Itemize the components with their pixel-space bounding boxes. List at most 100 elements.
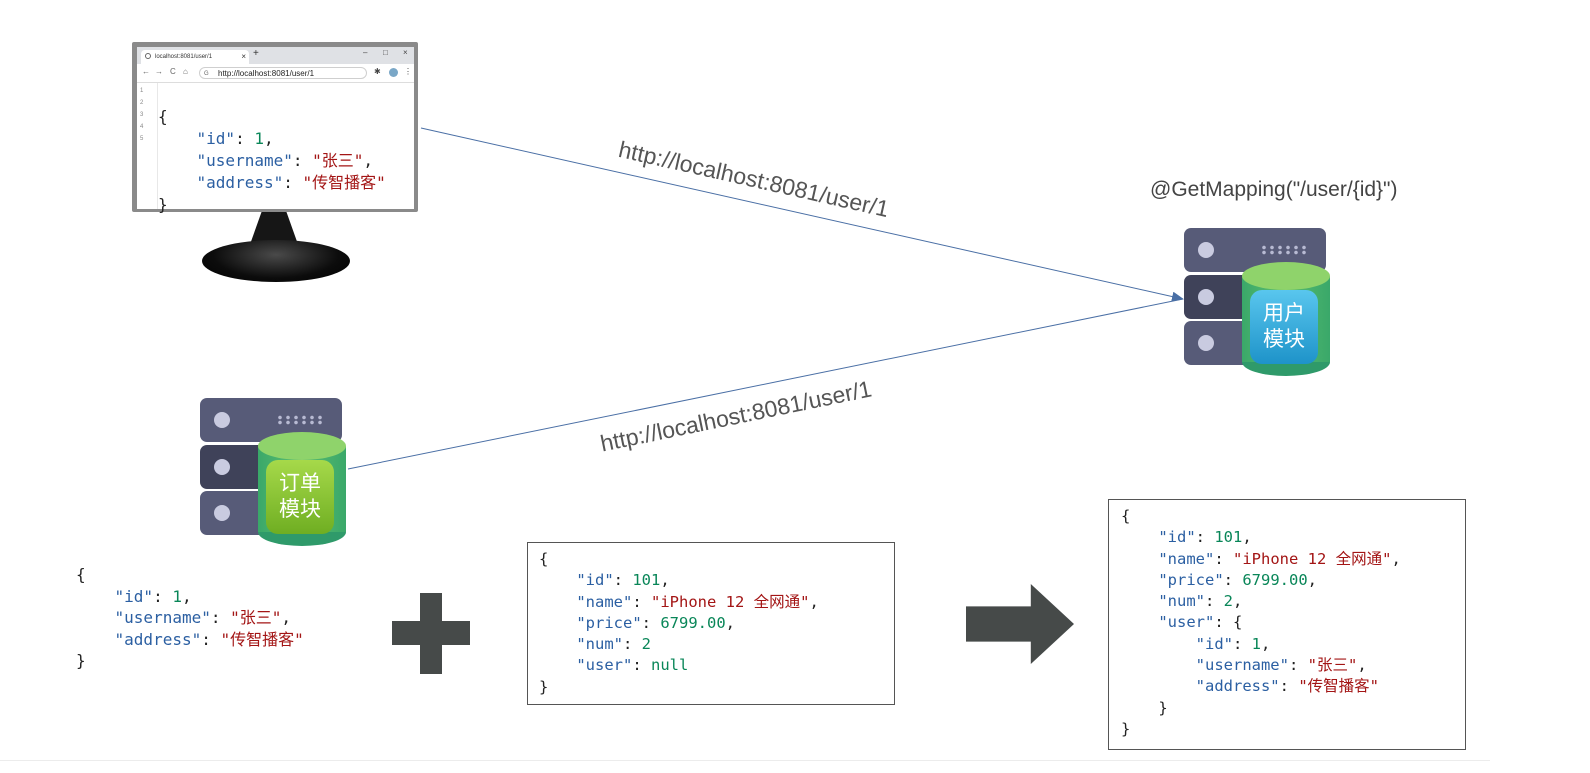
json-value: 1	[254, 129, 264, 148]
json-key: "username"	[1195, 656, 1289, 675]
get-mapping-annotation: @GetMapping("/user/{id}")	[1150, 178, 1398, 201]
order-json-box	[527, 542, 895, 705]
browser-to-user-service-line	[420, 127, 1184, 302]
database-cylinder-icon: 用户 模块	[1242, 262, 1330, 376]
line-number: 2	[140, 100, 144, 106]
json-key: "username"	[114, 608, 211, 627]
footer-divider	[0, 760, 1490, 761]
line-number-gutter: 1 2 3 4 5	[137, 83, 158, 209]
extension-icon[interactable]: ✱	[374, 67, 381, 76]
json-brace: }	[1158, 698, 1168, 717]
json-value: 2	[641, 635, 652, 654]
json-value: "传智播客"	[220, 629, 304, 649]
order-module-label: 订单	[279, 472, 321, 495]
server-vent-icon	[1260, 245, 1310, 255]
window-close-icon[interactable]: ×	[403, 48, 408, 57]
json-brace: }	[1121, 719, 1131, 738]
search-engine-icon: G	[204, 71, 209, 77]
user-json-block: { "id": 1, "username": "张三", "address": …	[76, 565, 304, 670]
forward-icon[interactable]: →	[155, 67, 163, 76]
json-key: "price"	[1158, 570, 1224, 589]
browser-toolbar: ← → C ⌂ G http://localhost:8081/user/1 ✱…	[137, 64, 414, 83]
json-brace: {	[1121, 507, 1131, 525]
address-bar-url: http://localhost:8081/user/1	[218, 69, 315, 78]
json-brace: {	[76, 565, 86, 584]
json-key: "user"	[576, 656, 633, 675]
line-number: 1	[140, 88, 144, 94]
server-vent-icon	[276, 415, 326, 425]
json-key: "address"	[114, 629, 202, 649]
json-value: "张三"	[1307, 656, 1358, 675]
minimize-icon[interactable]: –	[363, 48, 368, 57]
json-value: 101	[1214, 528, 1243, 547]
server-led-icon	[214, 412, 230, 428]
user-module-badge: 用户 模块	[1250, 290, 1318, 364]
json-value: 2	[1223, 592, 1234, 611]
order-module-label: 模块	[279, 498, 321, 521]
json-value: "传智播客"	[1298, 677, 1379, 696]
user-service-server: 用户 模块	[1184, 228, 1330, 376]
json-key: "num"	[1158, 592, 1205, 611]
json-value: "张三"	[230, 608, 282, 627]
order-module-badge: 订单 模块	[266, 460, 334, 534]
json-value: 6799.00	[660, 613, 726, 632]
line-number: 3	[140, 112, 144, 118]
json-value: "iPhone 12 全网通"	[651, 592, 810, 611]
profile-avatar[interactable]	[389, 68, 398, 77]
json-key: "username"	[196, 151, 293, 170]
json-value: "张三"	[312, 151, 364, 170]
server-led-icon	[1198, 335, 1214, 351]
address-bar[interactable]: G http://localhost:8081/user/1	[199, 67, 367, 79]
line-number: 5	[140, 136, 144, 142]
server-led-icon	[214, 459, 230, 475]
json-value: "iPhone 12 全网通"	[1233, 549, 1392, 568]
json-value: 101	[632, 571, 661, 590]
json-key: "id"	[576, 571, 614, 590]
json-key: "price"	[576, 613, 642, 632]
tab-close-icon[interactable]: ×	[241, 52, 246, 61]
server-led-icon	[214, 505, 230, 521]
json-key: "id"	[1158, 528, 1196, 547]
browser-window: localhost:8081/user/1 × + – □ × ← → C ⌂ …	[137, 47, 414, 209]
browser-json-response: { "id": 1, "username": "张三", "address": …	[158, 107, 386, 214]
json-brace: {	[1233, 613, 1243, 632]
server-led-icon	[1198, 289, 1214, 305]
menu-icon[interactable]: ⋮	[404, 67, 412, 76]
json-brace: }	[76, 651, 86, 670]
json-value: 1	[1251, 634, 1261, 653]
json-key: "address"	[1195, 677, 1280, 696]
reload-icon[interactable]: C	[170, 67, 176, 76]
result-json-box	[1108, 499, 1466, 750]
json-key: "name"	[1158, 549, 1215, 568]
json-key: "address"	[196, 173, 284, 192]
back-icon[interactable]: ←	[142, 67, 150, 76]
json-value: "传智播客"	[302, 173, 386, 192]
json-brace: }	[158, 195, 168, 214]
user-module-label: 模块	[1263, 328, 1305, 351]
home-icon[interactable]: ⌂	[183, 67, 188, 76]
order-service-server: 订单 模块	[200, 398, 346, 546]
order-json-block: { "id": 101, "name": "iPhone 12 全网通", "p…	[539, 550, 819, 696]
result-json-block: { "id": 101, "name": "iPhone 12 全网通", "p…	[1121, 507, 1401, 738]
plus-icon-bar	[392, 621, 470, 645]
user-module-label: 用户	[1263, 302, 1305, 325]
globe-icon	[145, 53, 151, 59]
browser-tab[interactable]: localhost:8081/user/1 ×	[141, 50, 249, 64]
line-number: 4	[140, 124, 144, 130]
json-key: "name"	[576, 592, 633, 611]
monitor-base	[202, 240, 350, 282]
maximize-icon[interactable]: □	[383, 48, 388, 57]
server-led-icon	[1198, 242, 1214, 258]
json-value: 6799.00	[1242, 570, 1308, 589]
order-to-user-service-line	[347, 298, 1184, 470]
browser-tab-bar: localhost:8081/user/1 × + – □ ×	[137, 47, 414, 64]
browser-tab-title: localhost:8081/user/1	[155, 54, 213, 60]
json-key: "id"	[114, 586, 154, 606]
json-value: null	[651, 656, 689, 675]
json-brace: }	[539, 677, 549, 696]
json-brace: {	[158, 107, 168, 126]
new-tab-icon[interactable]: +	[253, 48, 259, 59]
json-key: "id"	[196, 129, 236, 148]
database-cylinder-icon: 订单 模块	[258, 432, 346, 546]
